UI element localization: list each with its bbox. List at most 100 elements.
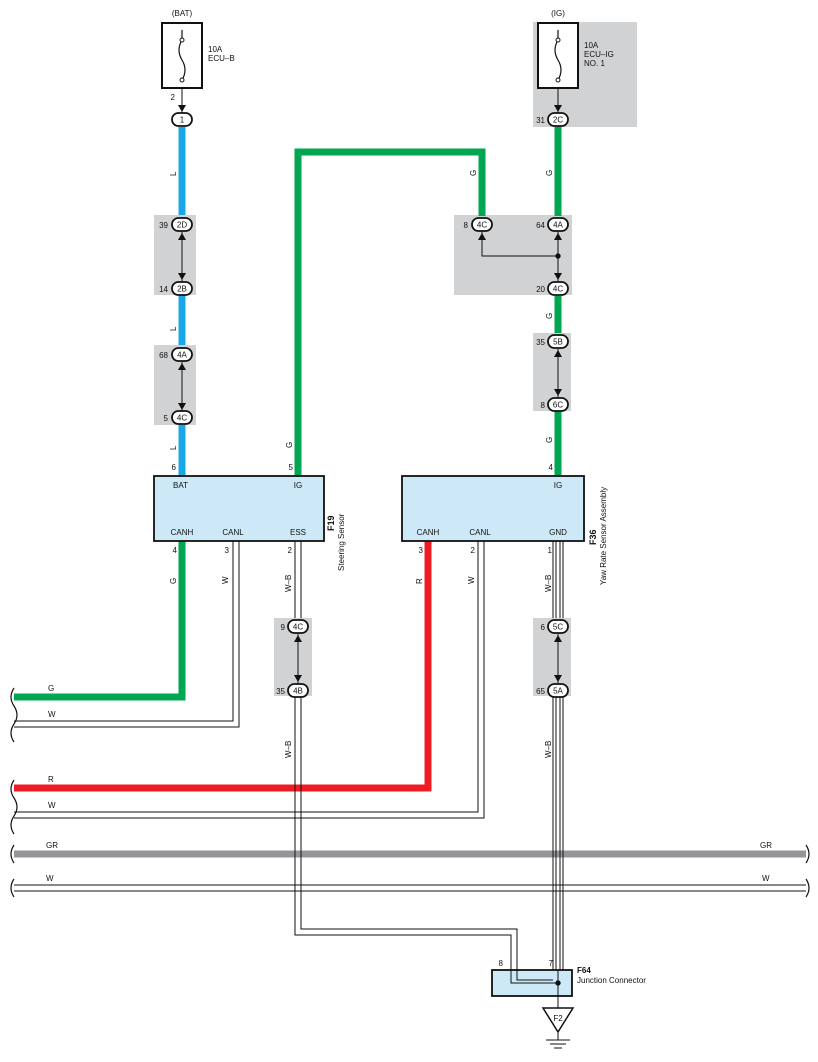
connector-id: 2B <box>177 285 187 294</box>
wire-label: W <box>762 874 770 883</box>
pin-name: CANH <box>417 528 440 537</box>
wire-label: L <box>169 171 178 176</box>
white-wires <box>14 541 806 970</box>
wire-label: W–B <box>544 741 553 758</box>
pin-number: 4 <box>173 546 178 555</box>
connector-id: 5A <box>553 687 563 696</box>
yaw-sensor-name: Yaw Rate Sensor Assembly <box>599 487 608 585</box>
pill-4b: 4B <box>287 683 309 698</box>
connector-id: 2D <box>177 221 187 230</box>
pill-4a-r: 4A <box>547 217 569 232</box>
pin-name: IG <box>294 481 302 490</box>
connector-id: 4B <box>293 687 303 696</box>
wire-label: W <box>48 801 56 810</box>
pin-number: 8 <box>499 959 504 968</box>
pill-1: 1 <box>171 112 193 127</box>
ig-source-label: (IG) <box>551 9 565 18</box>
pin-number: 65 <box>536 687 545 696</box>
wire-label: G <box>469 170 478 176</box>
pin-name: BAT <box>173 481 188 490</box>
pin-name: CANL <box>469 528 491 537</box>
connector-id: 5C <box>553 623 563 632</box>
wire-label: W <box>467 576 476 584</box>
wire-wb-gnd <box>552 541 564 970</box>
wire-label: L <box>169 326 178 331</box>
fuse-ig <box>537 22 579 113</box>
wire-label: W <box>48 710 56 719</box>
steering-sensor-code: F19 <box>326 515 336 531</box>
break-mark <box>805 878 810 898</box>
pin-number: 4 <box>549 463 554 472</box>
bat-fuse-name: ECU–B <box>208 54 235 63</box>
pin-name: GND <box>549 528 567 537</box>
connector-id: 4C <box>293 623 303 632</box>
bat-source-label: (BAT) <box>172 9 193 18</box>
wire-label: GR <box>46 841 58 850</box>
wire-green-ig-steering <box>294 148 486 476</box>
wire-label: R <box>48 775 54 784</box>
wire-label: W <box>221 576 230 584</box>
pill-2c: 2C <box>547 112 569 127</box>
junction-pin-numbers: 39 14 68 5 8 64 20 35 8 9 35 6 65 <box>159 221 545 696</box>
yaw-rate-sensor-box <box>401 475 585 542</box>
break-mark <box>10 844 15 864</box>
wire-label: G <box>545 437 554 443</box>
pin-number: 64 <box>536 221 545 230</box>
break-mark <box>10 687 18 743</box>
connector-id: 4C <box>477 221 487 230</box>
pin-number: 8 <box>541 401 546 410</box>
pin-number: 5 <box>289 463 294 472</box>
wire-label: L <box>169 445 178 450</box>
pill-2d: 2D <box>171 217 193 232</box>
connector-id: 4C <box>553 285 563 294</box>
wire-label: W <box>46 874 54 883</box>
pin-number: 20 <box>536 285 545 294</box>
wire-label: W–B <box>284 575 293 592</box>
steering-sensor-name: Steering Sensor <box>337 513 346 571</box>
pin-number: 14 <box>159 285 168 294</box>
pin-number: 2 <box>288 546 293 555</box>
pin-name: CANH <box>171 528 194 537</box>
pin-number: 35 <box>276 687 285 696</box>
wire-w-canl-steering <box>14 541 240 728</box>
ig-fuse-pin: 31 <box>536 116 545 125</box>
bat-fuse-rating: 10A <box>208 45 223 54</box>
ig-fuse-name: ECU–IG <box>584 50 614 59</box>
break-mark <box>10 878 15 898</box>
pill-4c-l: 4C <box>171 410 193 425</box>
break-mark <box>805 844 810 864</box>
arrowheads <box>178 105 562 682</box>
wire-label: G <box>545 170 554 176</box>
pill-4a-l: 4A <box>171 347 193 362</box>
connector-id: 1 <box>180 116 185 125</box>
pill-4c-wb: 4C <box>287 619 309 634</box>
pill-4c-g: 4C <box>471 217 493 232</box>
pill-2b: 2B <box>171 281 193 296</box>
ig-fuse-name-2: NO. 1 <box>584 59 605 68</box>
ig-fuse-rating: 10A <box>584 41 599 50</box>
wire-red-canh <box>14 541 432 792</box>
pin-number: 39 <box>159 221 168 230</box>
connector-id: 5B <box>553 338 563 347</box>
pill-5b: 5B <box>547 334 569 349</box>
bat-fuse-pin: 2 <box>171 93 176 102</box>
pill-6c: 6C <box>547 397 569 412</box>
pin-number: 1 <box>548 546 553 555</box>
wires <box>14 127 806 858</box>
jc-internal <box>510 970 561 1008</box>
steering-sensor-box <box>153 475 325 542</box>
pin-number: 3 <box>419 546 424 555</box>
junction-connector-name: Junction Connector <box>577 976 646 985</box>
wire-w-bus <box>14 884 806 892</box>
connector-pills: 1 2C 2D 2B 4A 4C 4C 4A 4C 5B 6C 4C 4B 5C… <box>171 112 569 698</box>
pin-number: 8 <box>464 221 469 230</box>
junction-connector-code: F64 <box>577 966 591 975</box>
ground-label: F2 <box>553 1014 563 1023</box>
pin-number: 6 <box>172 463 177 472</box>
wire-label: R <box>415 578 424 584</box>
wire-label: G <box>285 442 294 448</box>
wire-label: G <box>48 684 54 693</box>
pin-number: 5 <box>164 414 169 423</box>
